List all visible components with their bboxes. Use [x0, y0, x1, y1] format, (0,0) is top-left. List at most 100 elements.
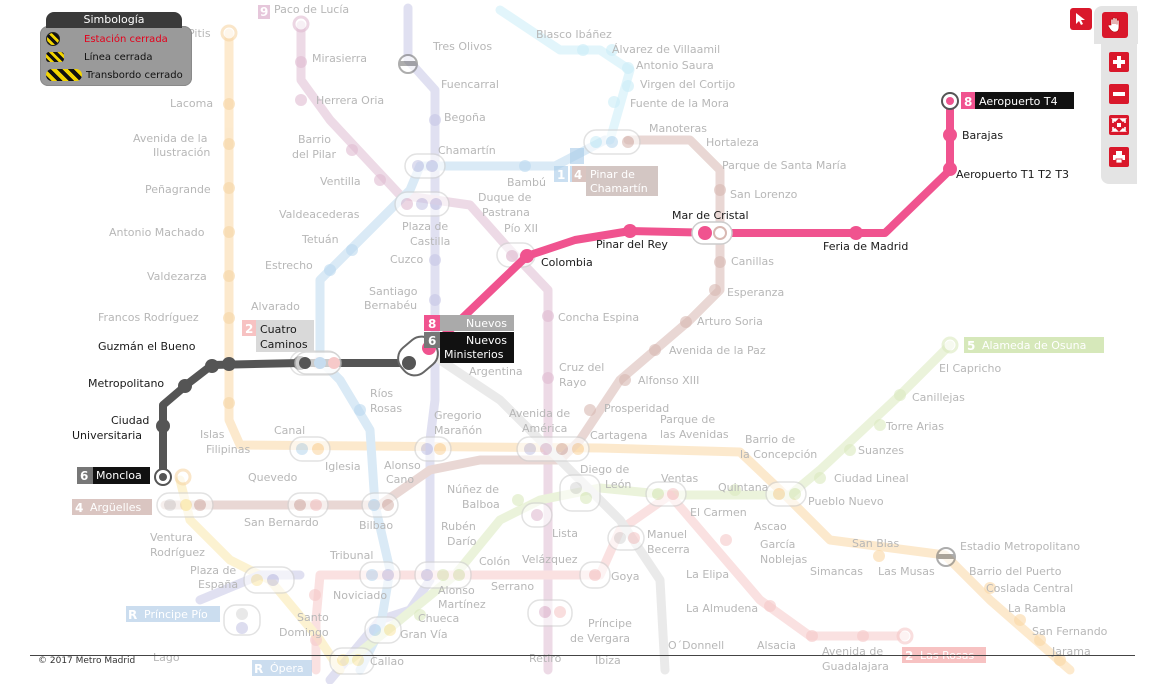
station-valdezarza: Valdezarza [147, 270, 207, 283]
zoom-out-button[interactable] [1109, 84, 1129, 104]
station-diego-leon-2: León [605, 478, 631, 491]
station-ibiza: Ibiza [595, 654, 621, 667]
line-6-badge-nm: 6 [428, 334, 436, 348]
closed-station-icon [46, 32, 60, 46]
station-estadio: Estadio Metropolitano [960, 540, 1080, 553]
station-metropolitano: Metropolitano [88, 377, 164, 390]
station-plaza-espana-2: España [198, 578, 238, 591]
svg-text:2: 2 [245, 322, 253, 336]
station-quintana: Quintana [718, 481, 768, 494]
station-el-carmen: El Carmen [690, 506, 747, 519]
station-diego-leon: Diego de [580, 463, 629, 476]
hand-icon[interactable] [1102, 12, 1128, 38]
svg-text:Príncipe Pío: Príncipe Pío [144, 608, 208, 621]
station-manoteras: Manoteras [649, 122, 707, 135]
line-4-upper-path [495, 5, 635, 145]
station-alvarado: Alvarado [251, 300, 300, 313]
station-fuencarral: Fuencarral [441, 78, 499, 91]
svg-text:Alameda de Osuna: Alameda de Osuna [982, 339, 1086, 352]
station-alonso-martinez: Alonso [438, 584, 475, 597]
station-lista: Lista [552, 527, 578, 540]
station-santo: Santo [297, 611, 329, 624]
station-ilustracion: Avenida de la [133, 132, 207, 145]
station-principe-vergara: Príncipe [588, 617, 632, 630]
line-8-badge: 8 [964, 95, 972, 109]
pointer-icon[interactable] [1070, 8, 1092, 30]
station-san-bernardo: San Bernardo [244, 516, 319, 529]
station-aeropuerto-t123: Aeropuerto T1 T2 T3 [956, 168, 1069, 181]
station-fuente: Fuente de la Mora [630, 97, 729, 110]
closed-station-icon [936, 547, 956, 567]
highlighted-labels: 8 Aeropuerto T4 Barajas Aeropuerto T1 T2… [72, 92, 1074, 484]
station-moncloa: Moncloa [96, 469, 142, 482]
station-nuevos-ministerios-1: Nuevos [466, 334, 507, 347]
station-torre-arias: Torre Arias [885, 420, 944, 433]
station-argentina: Argentina [469, 365, 523, 378]
closed-line-icon [46, 52, 64, 62]
station-bambu: Bambú [507, 176, 546, 189]
station-plaza-espana: Plaza de [190, 564, 236, 577]
station-la-almudena: La Almudena [686, 602, 758, 615]
station-chamartin: Chamartín [438, 144, 496, 157]
station-ventas: Ventas [661, 472, 698, 485]
legend: Simbología Estación cerrada Línea cerrad… [40, 12, 192, 86]
footer: © 2017 Metro Madrid [30, 655, 1135, 674]
station-iglesia: Iglesia [325, 460, 361, 473]
station-guadalajara-2: Guadalajara [822, 660, 889, 673]
station-serrano: Serrano [491, 580, 534, 593]
line-9-path [296, 20, 553, 675]
print-icon [1113, 151, 1125, 164]
closed-station-icon [398, 54, 418, 74]
line-6-badge: 6 [80, 469, 88, 483]
legend-row-closed-station: Estación cerrada [46, 31, 168, 47]
station-gregorio-2: Marañón [434, 424, 482, 437]
closed-transfer-icon [46, 69, 82, 81]
station-barrio-puerto: Barrio del Puerto [969, 565, 1062, 578]
station-prosperidad: Prosperidad [604, 402, 669, 415]
station-colon: Colón [479, 555, 510, 568]
station-san-fernando: San Fernando [1032, 625, 1108, 638]
station-pinar-del-rey: Pinar del Rey [596, 238, 668, 251]
station-rios-2: Rosas [370, 402, 402, 415]
legend-title: Simbología [46, 12, 182, 28]
station-duque: Duque de [478, 191, 532, 204]
svg-text:1: 1 [557, 168, 565, 182]
station-noviciado: Noviciado [333, 589, 387, 602]
zoom-in-button[interactable] [1109, 52, 1129, 72]
svg-text:4: 4 [75, 501, 83, 515]
station-plaza-castilla: Plaza de [402, 220, 448, 233]
station-san-blas: San Blas [852, 537, 900, 550]
print-button[interactable] [1109, 147, 1129, 167]
station-jarama: Jarama [1051, 645, 1091, 658]
station-parque-avenidas-2: las Avenidas [660, 428, 729, 441]
hand-tool-box [1094, 6, 1138, 44]
station-concepcion-2: la Concepción [740, 448, 817, 461]
station-nunez-2: Balboa [462, 498, 500, 511]
station-alfonso: Alfonso XIII [638, 374, 699, 387]
station-santiago-2: Bernabéu [364, 299, 417, 312]
minus-icon [1113, 92, 1125, 96]
station-canal: Canal [274, 424, 305, 437]
svg-text:9: 9 [260, 5, 268, 19]
station-alonso-cano: Alonso [384, 459, 421, 472]
station-garcia-2: Noblejas [760, 553, 808, 566]
plus-icon [1113, 56, 1125, 68]
station-chueca: Chueca [418, 612, 459, 625]
station-arturo: Arturo Soria [697, 315, 763, 328]
station-islas: Islas [200, 428, 225, 441]
copyright: © 2017 Metro Madrid [38, 656, 136, 666]
station-plaza-castilla-2: Castilla [410, 235, 450, 248]
station-ventura: Ventura [150, 531, 193, 544]
station-cuatro-caminos: Cuatro [260, 323, 297, 336]
background-badges: 9 1 1 4 Pinar de Chamartín 2 5 Alameda d… [72, 5, 1104, 676]
station-hortaleza: Hortaleza [706, 136, 759, 149]
station-virgen: Virgen del Cortijo [640, 78, 736, 91]
station-cruz-2: Rayo [559, 376, 587, 389]
station-santiago: Santiago [369, 285, 418, 298]
station-avenida-america-2: América [522, 422, 567, 435]
station-la-rambla: La Rambla [1008, 602, 1066, 615]
legend-row-closed-transfer: Transbordo cerrado [46, 67, 183, 83]
fit-screen-button[interactable] [1109, 115, 1129, 135]
station-paco: Paco de Lucía [274, 3, 349, 16]
